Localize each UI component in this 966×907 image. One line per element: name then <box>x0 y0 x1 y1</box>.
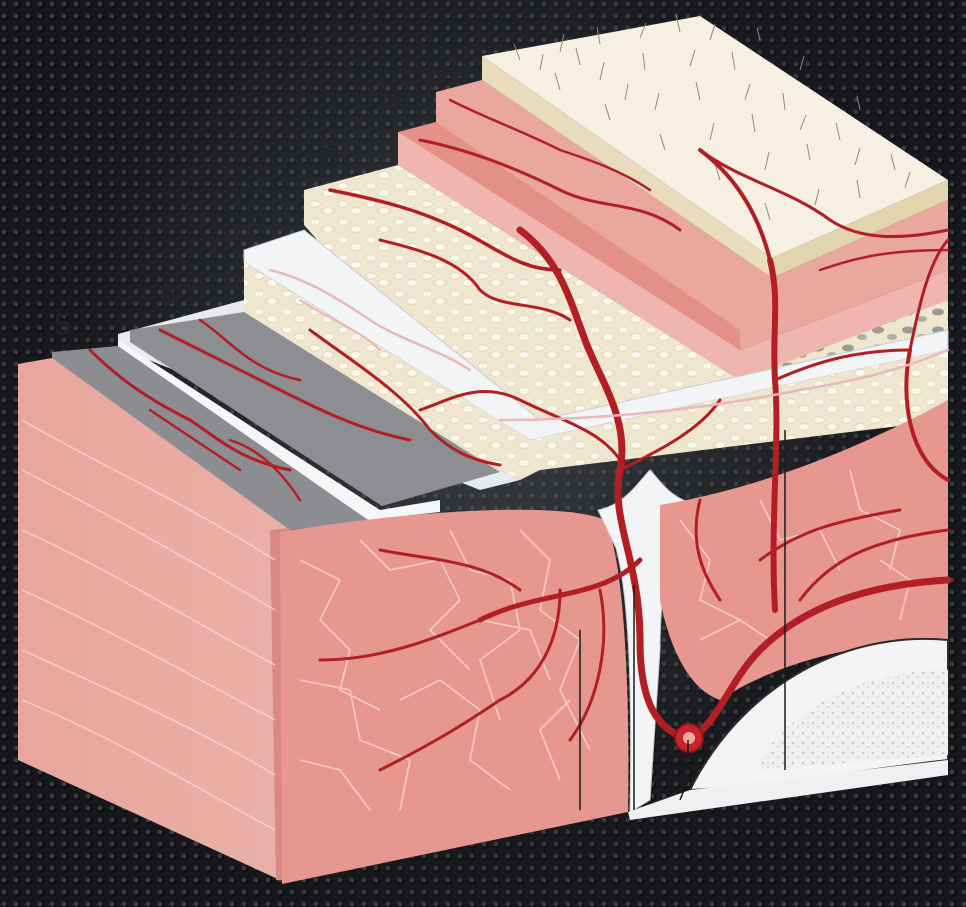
layer-label-8: 8 <box>324 142 341 172</box>
layer-label-6: 6 <box>160 280 177 310</box>
layer-label-9: 9 <box>386 88 403 118</box>
layer-label-7: 7 <box>250 200 267 230</box>
layer-label-10: 10 <box>434 52 467 82</box>
layer-label-5: 5 <box>54 310 71 340</box>
